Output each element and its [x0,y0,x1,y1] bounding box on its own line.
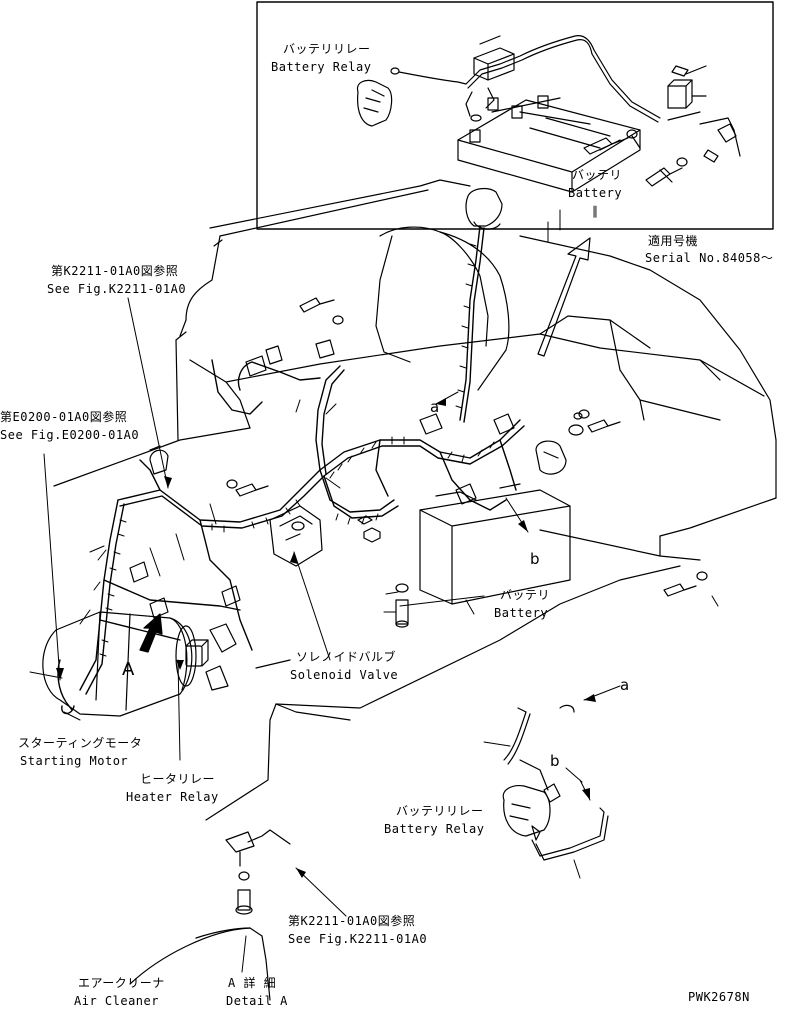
inset-battery-relay-label-en: Battery Relay [271,60,372,74]
detail-callout-b: b [550,752,561,770]
heater-relay-label-jp: ヒータリレー [140,772,216,786]
serial-label-en: Serial No.84058～ [645,251,774,265]
battery-relay-small [535,412,584,475]
main-wiring-harness [57,225,525,715]
ref-k2211-bottom-label-jp: 第K2211-01A0図参照 [288,914,416,928]
ref-k2211-bottom-label-en: See Fig.K2211-01A0 [288,932,428,946]
inset-battery-relay-label-jp: バッテリリレー [283,42,371,56]
ref-k2211-label-jp: 第K2211-01A0図参照 [51,264,179,278]
solenoid-valve-label-en: Solenoid Valve [290,668,399,682]
ref-e0200-label-en: See Fig.E0200-01A0 [0,428,140,442]
detail-a-title-jp: A 詳 細 [228,976,277,990]
starting-motor-label-jp: スターティングモータ [18,736,143,750]
detail-a-arrow [139,613,163,653]
inset-battery-label-jp: バッテリ [572,168,623,182]
detail-a-marker: A [122,659,135,680]
inset-battery-label-en: Battery [568,186,623,200]
inset-parallel-mark: ∥ [592,204,599,218]
drawing-number: PWK2678N [688,990,750,1004]
inset-detail-box [256,1,774,230]
leader-arrowheads [56,398,596,878]
callout-b: b [530,550,541,568]
machine-frame-outline [53,179,777,821]
battery-label-en: Battery [494,606,549,620]
air-cleaner-label-jp: エアークリーナ [78,976,165,990]
harness-loom-texture [99,243,495,657]
callout-a: a [430,398,440,416]
ref-k2211-label-en: See Fig.K2211-01A0 [47,282,187,296]
detail-callout-a: a [620,676,630,694]
detail-battery-relay-label-jp: バッテリリレー [396,804,484,818]
heater-relay-graphic [185,639,209,667]
battery-label-jp: バッテリ [500,588,551,602]
starting-motor-graphic [42,611,197,717]
air-cleaner-label-en: Air Cleaner [74,994,159,1008]
detail-a-air-cleaner [129,829,291,1001]
starting-motor-label-en: Starting Motor [20,754,129,768]
ref-e0200-label-jp: 第E0200-01A0図参照 [0,410,128,424]
heater-relay-label-en: Heater Relay [126,790,219,804]
serial-label-jp: 適用号機 [648,234,699,248]
bolts-and-clips [129,297,708,691]
detail-battery-relay-label-en: Battery Relay [384,822,485,836]
detail-a-title-en: Detail A [226,994,288,1008]
solenoid-valve-graphic [269,505,323,567]
detail-battery-relay [502,704,609,861]
solenoid-valve-label-jp: ソレノイドバルブ [296,650,397,664]
leader-lines [29,209,719,973]
